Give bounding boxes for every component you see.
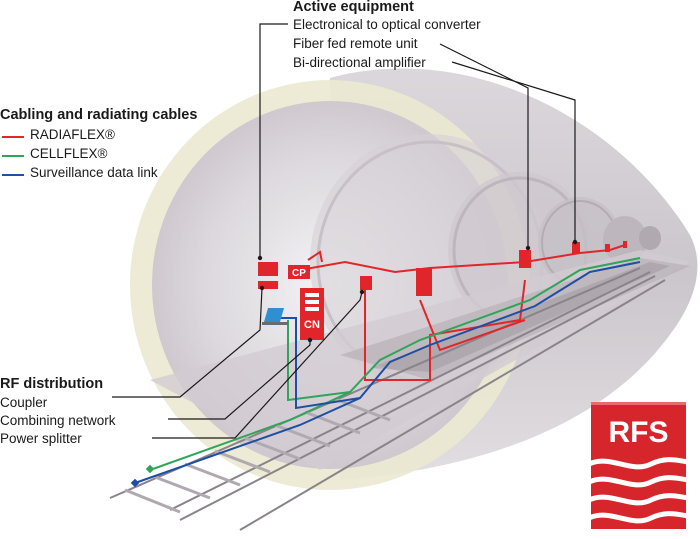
cabling-title: Cabling and radiating cables [0,107,198,123]
rfs-logo: RFS [591,402,686,529]
cellflex-drop [287,320,351,402]
coupler-box [288,265,310,279]
rfs-logo-text: RFS [609,416,669,449]
cable-end-green [145,464,155,474]
radiaflex-drop-2 [419,299,526,352]
rf-item-coupler: Coupler [0,395,48,410]
rf-item-combining-network: Combining network [0,413,116,428]
radiaflex-drop [364,279,526,381]
active-item-amplifier: Bi-directional amplifier [293,55,426,70]
cables [134,244,641,484]
cellflex-cable [149,257,641,471]
railway-track [109,267,666,531]
active-item-converter: Electronical to optical converter [293,17,481,32]
rf-item-power-splitter: Power splitter [0,431,82,446]
surveillance-drop [280,317,361,410]
amplifier-unit [572,242,580,254]
surveillance-cable [134,261,641,484]
legend-surveillance-swatch [2,174,24,176]
combining-network-tag: CN [304,319,320,331]
fiber-remote-unit [416,268,432,296]
leader-dots [257,239,578,343]
legend-surveillance: Surveillance data link [30,165,158,180]
cable-end-blue [130,478,140,488]
legend-cellflex-swatch [2,155,24,157]
active-item-remote-unit: Fiber fed remote unit [293,36,418,51]
converter-unit [519,250,531,268]
legend-cellflex: CELLFLEX® [30,146,108,161]
remote-unit-left [258,262,278,276]
power-splitter-box [360,276,372,290]
active-equipment-title: Active equipment [293,0,414,15]
leader-lines [112,23,576,439]
rf-distribution-title: RF distribution [0,376,104,392]
laptop [264,308,284,322]
legend-radiaflex-swatch [2,136,24,138]
coupler-tag: CP [292,268,306,279]
equipment: CP CN [258,241,627,340]
legend-radiaflex: RADIAFLEX® [30,127,115,142]
